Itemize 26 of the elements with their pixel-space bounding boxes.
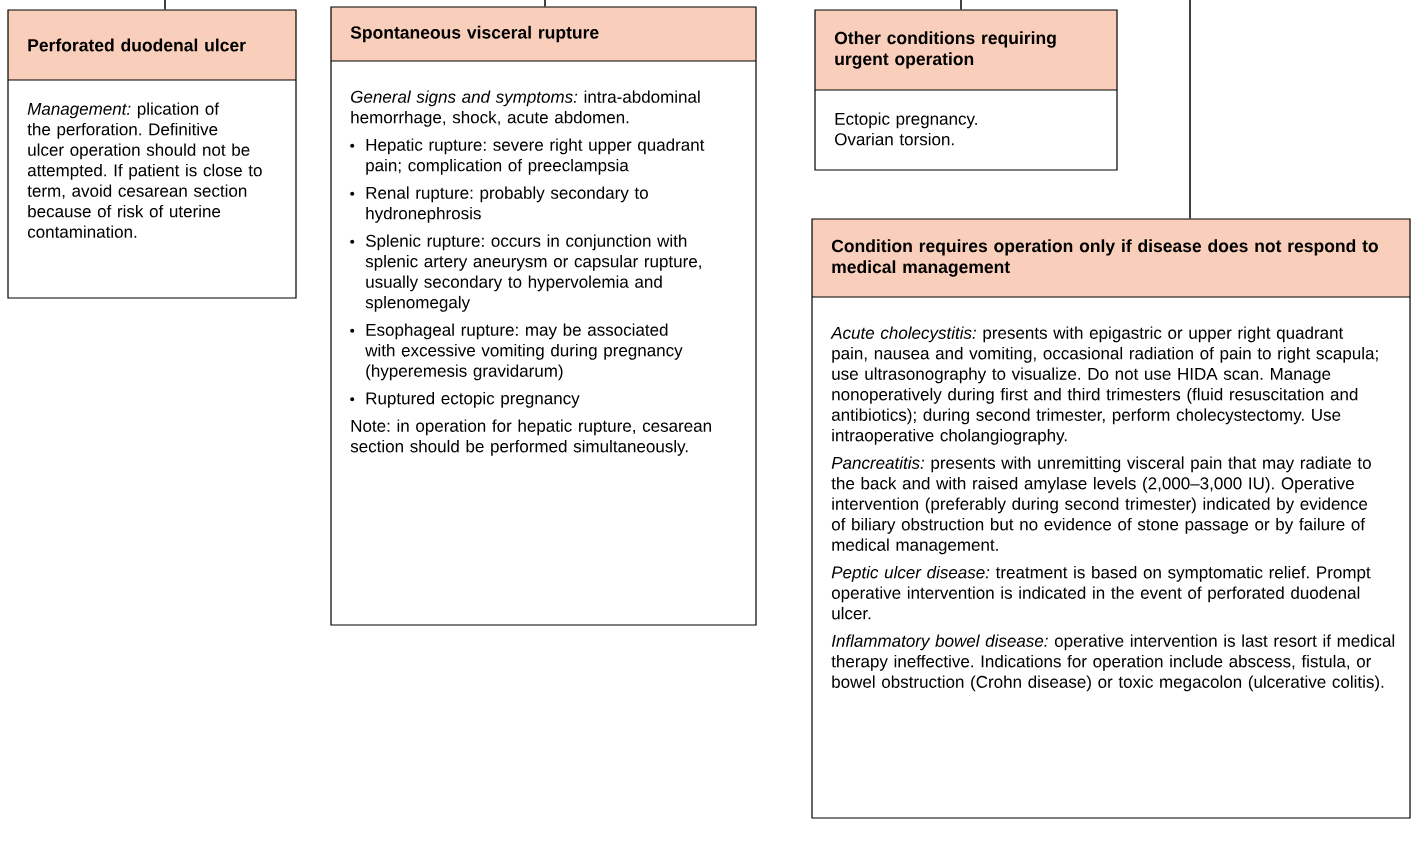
- connector-line: [164, 0, 166, 11]
- bullet-item: Ruptured ectopic pregnancy: [350, 391, 580, 408]
- text-box: [7, 9, 297, 299]
- paragraph: Ovarian torsion.: [835, 132, 954, 146]
- bullet-item: Esophageal rupture: may be associated with excessive vomiting during pregnancy (hyperemesis gravidarum): [350, 323, 683, 381]
- box-heading: Perforated duodenal ulcer: [28, 38, 246, 52]
- bullet-item: Splenic rupture: occurs in conjunction with splenic artery aneurysm or capsular rupture, usually secondary to hypervolemia and splenomegaly: [350, 234, 701, 312]
- connector-line: [544, 0, 546, 8]
- box-heading: Spontaneous visceral rupture: [350, 25, 599, 43]
- connector-line: [1189, 0, 1191, 220]
- paragraph: Peptic ulcer disease: treatment is based on symptomatic relief. Prompt operative intervention is indicated in the event of perforated duodenal ulcer.: [831, 565, 1371, 620]
- box-heading: Other conditions requiring urgent operation: [834, 31, 1056, 69]
- box-heading: Condition requires operation only if disease does not respond to medical management: [831, 239, 1378, 277]
- paragraph: Management: plication of the perforation. Definitive ulcer operation should not be attempted. If patient is close to term, avoid cesarean section because of risk of uterine contamination.: [27, 102, 262, 238]
- bullet-item: Hepatic rupture: severe right upper quadrant pain; complication of preeclampsia: [350, 138, 705, 175]
- paragraph: Note: in operation for hepatic rupture, cesarean section should be performed simultaneously.: [350, 419, 711, 456]
- paragraph: Ectopic pregnancy.: [835, 112, 977, 129]
- paragraph: General signs and symptoms: intra-abdominal hemorrhage, shock, acute abdomen.: [351, 90, 700, 127]
- text-box: [814, 9, 1118, 171]
- paragraph: Inflammatory bowel disease: operative intervention is last resort if medical therapy ineffective. Indications for operation include abscess, fistula, or bowel obstruction (Crohn disease) or toxic megacolon (ulcerative colitis).: [831, 634, 1395, 692]
- text-box: [811, 218, 1411, 819]
- bullet-item: Renal rupture: probably secondary to hydronephrosis: [350, 186, 648, 223]
- text-box: [330, 6, 757, 626]
- paragraph: Pancreatitis: presents with unremitting visceral pain that may radiate to the back and with raised amylase levels (2,000–3,000 IU). Operative intervention (preferably during second trimester) indicated by evidence of biliary obstruction but no evidence of stone passage or by failure of medical management.: [831, 456, 1371, 555]
- connector-line: [960, 0, 962, 11]
- paragraph: Acute cholecystitis: presents with epigastric or upper right quadrant pain, nausea and vomiting, occasional radiation of pain to right scapula; use ultrasonography to visualize. Do not use HIDA scan. Manage nonoperatively during first and third trimesters (fluid resuscitation and antibiotics); during second trimester, perform cholecystectomy. Use intraoperative cholangiography.: [830, 326, 1378, 445]
